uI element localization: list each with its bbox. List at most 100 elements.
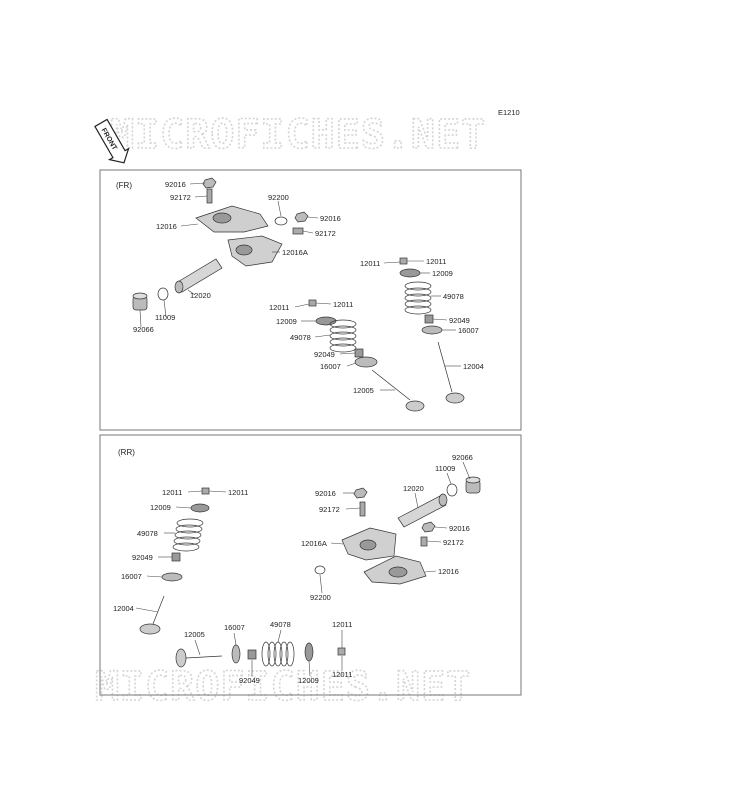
rr-leader-lines — [135, 461, 471, 677]
callout: 92172 — [170, 193, 191, 202]
callout: 12011 — [228, 488, 248, 497]
callout: 12009 — [298, 676, 319, 685]
callout: 12011 — [332, 670, 352, 679]
seat-16007-rr-left — [161, 572, 183, 582]
oring-11009-fr — [157, 287, 169, 301]
callout: 12016A — [301, 539, 327, 548]
nut-92016-fr-b — [294, 211, 309, 223]
callout: 92172 — [315, 229, 336, 238]
callout: 12011 — [333, 300, 353, 309]
callout: 16007 — [224, 623, 245, 632]
callout: 12011 — [269, 303, 289, 312]
fr-leader-lines — [139, 182, 461, 391]
seat-16007-fr-left — [354, 356, 378, 368]
callout: 12009 — [276, 317, 297, 326]
seal-92049-fr-left — [354, 348, 364, 358]
spring-49078-fr-left — [329, 319, 357, 353]
spring-49078-fr-right — [404, 281, 432, 315]
panel-rr — [99, 434, 522, 696]
callout: 12005 — [184, 630, 205, 639]
callout: 12009 — [150, 503, 171, 512]
callout: 92172 — [319, 505, 340, 514]
diagram-code: E1210 — [498, 108, 520, 117]
seal-92049-rr-left — [171, 552, 181, 562]
plug-92066-fr — [132, 292, 148, 311]
nut-92016-rr-b — [421, 521, 436, 533]
fr-parts — [132, 177, 465, 412]
seat-16007-rr-bottom — [231, 644, 241, 664]
callout: 11009 — [155, 313, 175, 322]
rr-callouts: 12011 12011 12009 49078 92049 16007 1200… — [113, 453, 473, 685]
callout: 92049 — [449, 316, 470, 325]
callout: 16007 — [320, 362, 341, 371]
valve-keeper-12011-fr-left — [308, 299, 317, 307]
callout: 12016 — [156, 222, 177, 231]
callout: 92016 — [165, 180, 186, 189]
callout: 12011 — [162, 488, 182, 497]
fr-callouts: 92016 92172 92200 92016 92172 12016 1201… — [133, 180, 484, 395]
callout: 12011 — [426, 257, 446, 266]
panel-rr-caption: (RR) — [118, 448, 135, 457]
callout: 12004 — [463, 362, 484, 371]
rocker-arm-12016-rr — [363, 555, 427, 585]
callout: 12016 — [438, 567, 459, 576]
retainer-12009-fr-right — [399, 268, 421, 278]
callout: 12020 — [190, 291, 211, 300]
valve-keeper-12011-rr-bottom — [337, 647, 346, 656]
callout: 12004 — [113, 604, 134, 613]
oring-92200-fr — [274, 216, 288, 226]
rocker-arm-12016a-fr — [227, 235, 283, 267]
oring-11009-rr — [446, 483, 458, 497]
callout: 49078 — [443, 292, 464, 301]
plug-92066-rr — [465, 476, 481, 494]
seal-92049-rr-bottom — [247, 649, 257, 660]
nut-92016-rr-a — [353, 487, 368, 499]
callout: 92016 — [320, 214, 341, 223]
callout: 92066 — [452, 453, 473, 462]
callout: 92016 — [315, 489, 336, 498]
callout: 92049 — [239, 676, 260, 685]
stud-92172-fr-b — [292, 227, 304, 235]
callout: 12005 — [353, 386, 374, 395]
callout: 16007 — [458, 326, 479, 335]
callout: 92066 — [133, 325, 154, 334]
panel-fr — [99, 169, 522, 431]
callout: 12020 — [403, 484, 424, 493]
callout: 92172 — [443, 538, 464, 547]
callout: 16007 — [121, 572, 142, 581]
callout: 12011 — [332, 620, 352, 629]
valve-12005-rr — [175, 648, 223, 668]
retainer-12009-rr-bottom — [304, 642, 314, 662]
rocker-shaft-12020-fr — [174, 258, 223, 294]
valve-12004-fr — [437, 341, 465, 404]
spring-49078-rr-bottom — [261, 641, 295, 667]
stud-92172-fr-a — [206, 188, 213, 204]
rocker-arm-12016-fr — [195, 205, 269, 233]
callout: 12016A — [282, 248, 308, 257]
retainer-12009-rr-left — [190, 503, 210, 513]
seat-16007-fr-right — [421, 325, 443, 335]
watermark-bottom: MICROFICHES.NET — [95, 664, 471, 710]
callout: 49078 — [137, 529, 158, 538]
nut-92016-fr-a — [202, 177, 217, 189]
valve-12004-rr — [139, 595, 165, 635]
callout: 12009 — [432, 269, 453, 278]
valve-keeper-12011-rr-left — [201, 487, 210, 495]
callout: 92200 — [310, 593, 331, 602]
rocker-arm-12016a-rr — [341, 527, 397, 561]
seal-92049-fr-right — [424, 314, 434, 324]
retainer-12009-fr-left — [315, 316, 337, 326]
callout: 12011 — [360, 259, 380, 268]
callout: 92200 — [268, 193, 289, 202]
rr-parts — [139, 476, 481, 668]
callout: 92016 — [449, 524, 470, 533]
callout: 11009 — [435, 464, 455, 473]
callout: 49078 — [290, 333, 311, 342]
oring-92200-rr — [314, 565, 326, 575]
watermark-top: MICROFICHES.NET — [110, 112, 486, 158]
callout: 92049 — [132, 553, 153, 562]
valve-keeper-12011-fr-right — [399, 257, 408, 265]
stud-92172-rr-a — [359, 501, 366, 517]
rocker-shaft-12020-rr — [397, 493, 448, 528]
